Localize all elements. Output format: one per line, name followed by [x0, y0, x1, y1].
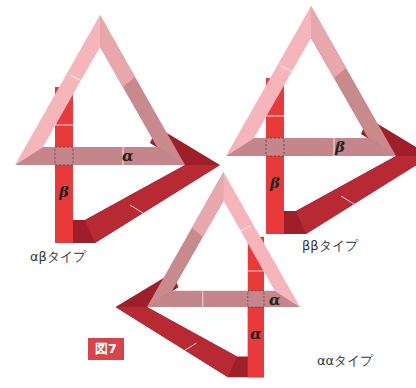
type-caption: αβタイプ — [30, 250, 86, 263]
band-label: α — [122, 149, 134, 164]
type-caption: ααタイプ — [317, 354, 373, 367]
band-label: β — [59, 185, 69, 200]
band-label: α — [269, 293, 281, 308]
band-label: α — [250, 327, 262, 342]
type-caption: ββタイプ — [302, 239, 358, 252]
band-label: β — [270, 176, 280, 191]
figure-number-box: 図7 — [88, 338, 124, 360]
band-label: β — [335, 140, 345, 155]
figure-number: 図7 — [95, 341, 117, 356]
